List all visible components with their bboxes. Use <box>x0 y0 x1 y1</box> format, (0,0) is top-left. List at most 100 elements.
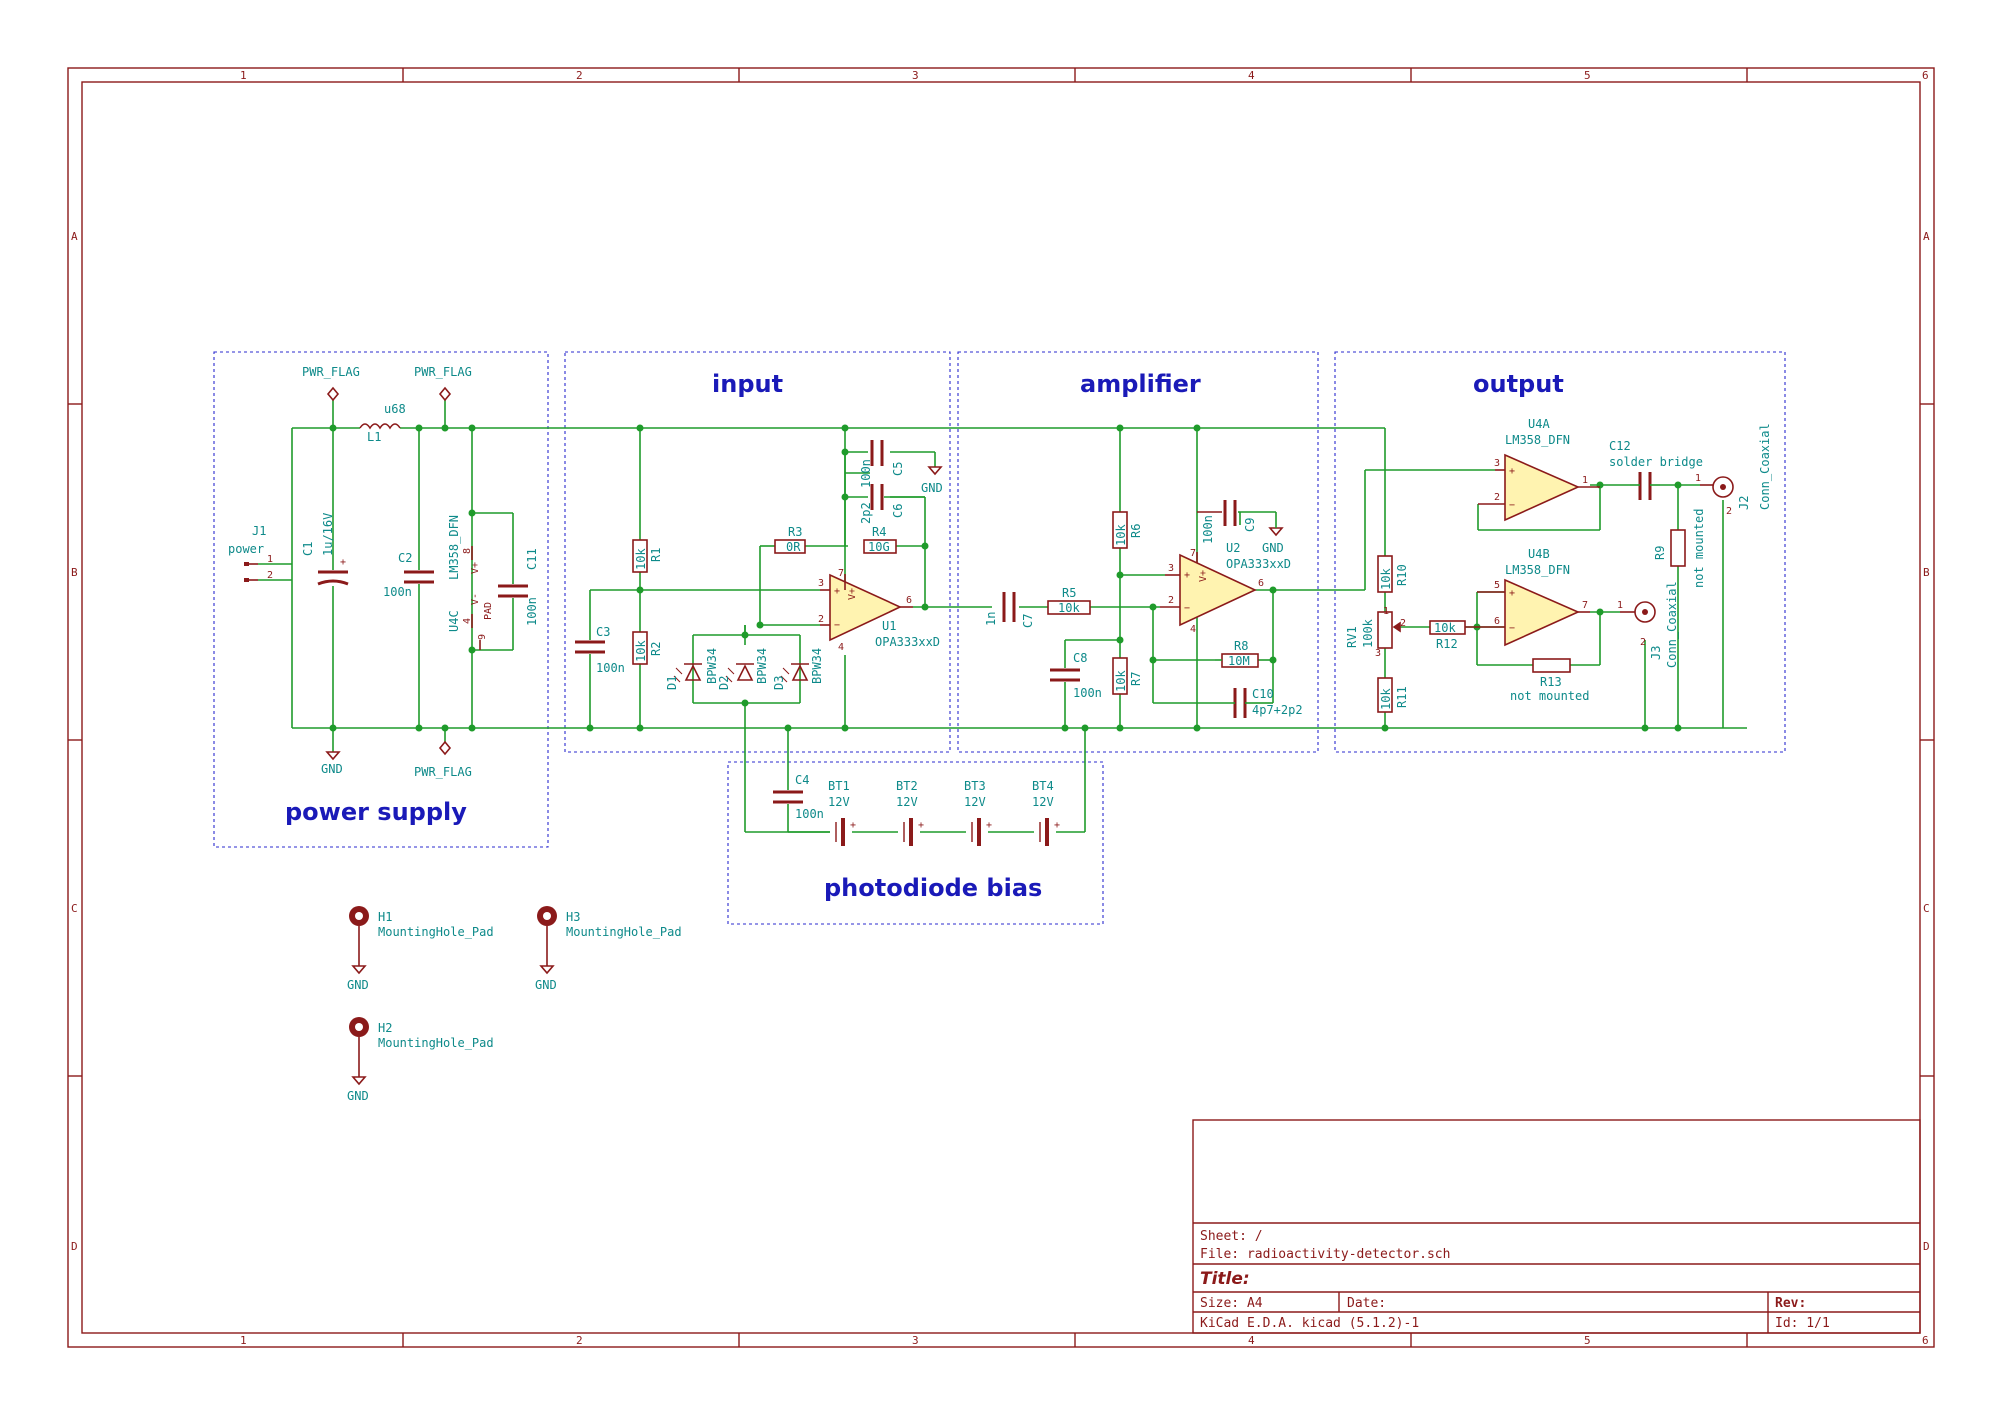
row-label-d-right: D <box>1923 1240 1930 1253</box>
svg-text:U4B: U4B <box>1528 547 1550 561</box>
resistor-r3[interactable]: R3 0R <box>774 525 806 554</box>
col-label-2: 2 <box>576 69 583 82</box>
svg-text:PAD: PAD <box>483 602 494 620</box>
svg-text:GND: GND <box>535 978 557 992</box>
row-label-c: C <box>71 902 78 915</box>
svg-text:R3: R3 <box>788 525 802 539</box>
j1-value: power <box>228 542 264 556</box>
resistor-r8[interactable]: R8 10M <box>1221 639 1259 668</box>
svg-text:R7: R7 <box>1129 672 1143 686</box>
capacitor-c2[interactable]: C2 100n <box>383 551 434 599</box>
capacitor-c4[interactable]: C4 100n <box>773 773 824 821</box>
coax-connector-j2[interactable]: 1 2 J2 Conn_Coaxial <box>1695 423 1772 517</box>
mounting-hole-h3[interactable]: H3 MountingHole_Pad GND <box>535 906 682 992</box>
opamp-u2[interactable]: + − 3 2 6 7 4 V+ U2 OPA333xxD <box>1160 541 1291 635</box>
tb-file: File: radioactivity-detector.sch <box>1200 1247 1450 1262</box>
capacitor-c1[interactable]: + C1 1u/16V <box>301 513 349 586</box>
col-label-4: 4 <box>1248 69 1255 82</box>
opamp-u4a[interactable]: + − 3 2 1 U4A LM358_DFN <box>1478 417 1600 522</box>
svg-text:4: 4 <box>838 642 844 653</box>
capacitor-c7[interactable]: C7 1n <box>984 592 1035 628</box>
svg-text:7: 7 <box>1582 600 1588 611</box>
connector-j1[interactable]: J1 power 12 <box>228 524 273 582</box>
svg-text:R12: R12 <box>1436 637 1458 651</box>
capacitor-c3[interactable]: C3 100n <box>575 625 625 675</box>
resistor-r7[interactable]: R7 10k <box>1112 657 1143 695</box>
capacitor-c12[interactable]: C12 solder bridge <box>1609 439 1703 500</box>
resistor-r13[interactable]: R13 not mounted <box>1510 658 1589 703</box>
row-label-b: B <box>71 566 78 579</box>
capacitor-c11[interactable]: C11 100n <box>498 548 539 626</box>
power-supply-box <box>213 351 549 848</box>
svg-text:PWR_FLAG: PWR_FLAG <box>302 365 360 379</box>
svg-text:2: 2 <box>1726 506 1732 517</box>
capacitor-c9[interactable]: C9 100n <box>1197 500 1257 544</box>
resistor-r2[interactable]: R2 10k <box>632 631 663 665</box>
potentiometer-rv1[interactable]: RV1 100k 1 2 3 <box>1345 606 1406 659</box>
svg-text:MountingHole_Pad: MountingHole_Pad <box>566 925 682 939</box>
resistor-r5[interactable]: R5 10k <box>1047 586 1091 615</box>
svg-text:+: + <box>1509 588 1515 599</box>
capacitor-c8[interactable]: C8 100n <box>1050 651 1102 700</box>
svg-text:GND: GND <box>347 978 369 992</box>
svg-text:solder bridge: solder bridge <box>1609 455 1703 469</box>
svg-text:H3: H3 <box>566 910 580 924</box>
svg-text:100n: 100n <box>859 459 873 488</box>
svg-text:C12: C12 <box>1609 439 1631 453</box>
c2-ref: C2 <box>398 551 412 565</box>
mounting-hole-h2[interactable]: H2 MountingHole_Pad GND <box>347 1017 494 1103</box>
resistor-r4[interactable]: R4 10G <box>863 525 897 554</box>
svg-text:+: + <box>1054 820 1060 831</box>
amplifier-box <box>957 351 1319 753</box>
svg-text:+: + <box>850 820 856 831</box>
capacitor-c10[interactable]: C10 4p7+2p2 <box>1215 687 1303 718</box>
tb-date: Date: <box>1347 1296 1386 1311</box>
battery-bt2[interactable]: + BT2 12V <box>896 779 924 846</box>
svg-text:C3: C3 <box>596 625 610 639</box>
pwr-flag-2: PWR_FLAG <box>414 365 472 402</box>
svg-text:OPA333xxD: OPA333xxD <box>875 635 940 649</box>
resistor-r1[interactable]: R1 10k <box>632 539 663 573</box>
svg-text:LM358_DFN: LM358_DFN <box>1505 563 1570 577</box>
svg-text:1: 1 <box>1582 475 1588 486</box>
photodiode-d1[interactable]: D1 BPW34 <box>665 648 719 690</box>
svg-text:3: 3 <box>1375 648 1381 659</box>
svg-text:2: 2 <box>818 614 824 625</box>
capacitor-c6[interactable]: C6 2p2 <box>859 484 905 524</box>
opamp-u4c-power[interactable]: LM358_DFN U4C V+ V- PAD 8 4 9 <box>447 515 494 650</box>
coax-connector-j3[interactable]: 1 2 J3 Conn_Coaxial <box>1617 581 1679 668</box>
resistor-r6[interactable]: R6 10k <box>1112 511 1143 549</box>
resistor-r9[interactable]: R9 not mounted <box>1653 509 1706 588</box>
battery-bt4[interactable]: + BT4 12V <box>1032 779 1060 846</box>
svg-text:+: + <box>918 820 924 831</box>
battery-bt3[interactable]: + BT3 12V <box>964 779 992 846</box>
svg-text:BT1: BT1 <box>828 779 850 793</box>
svg-text:10k: 10k <box>1114 524 1128 546</box>
resistor-r12[interactable]: R12 10k <box>1429 620 1466 651</box>
svg-text:10k: 10k <box>634 548 648 570</box>
svg-text:R11: R11 <box>1395 686 1409 708</box>
row-label-b-right: B <box>1923 566 1930 579</box>
svg-text:−: − <box>1184 603 1190 614</box>
battery-bt1[interactable]: + BT1 12V <box>828 779 856 846</box>
svg-text:BT4: BT4 <box>1032 779 1054 793</box>
mounting-hole-h1[interactable]: H1 MountingHole_Pad GND <box>347 906 494 992</box>
col-label-5: 5 <box>1584 69 1591 82</box>
resistor-r10[interactable]: R10 10k <box>1377 555 1409 593</box>
capacitor-c5[interactable]: C5 100n <box>859 440 905 488</box>
opamp-u4b[interactable]: + − 5 6 7 U4B LM358_DFN <box>1465 547 1590 647</box>
gnd-symbol-c5: GND <box>921 466 943 495</box>
opamp-u1[interactable]: + − 3 2 6 7 4 V+ U1 OPA333xxD <box>818 568 940 653</box>
resistor-r11[interactable]: R11 10k <box>1377 677 1409 713</box>
svg-text:GND: GND <box>347 1089 369 1103</box>
photodiode-d2[interactable]: D2 BPW34 <box>717 648 769 690</box>
svg-text:10k: 10k <box>1434 621 1456 635</box>
inductor-l1[interactable]: L1 u68 <box>359 402 406 444</box>
svg-text:2: 2 <box>1494 492 1500 503</box>
svg-text:D3: D3 <box>772 676 786 690</box>
photodiode-d3[interactable]: D3 BPW34 <box>772 648 824 690</box>
svg-text:100n: 100n <box>1201 515 1215 544</box>
svg-text:MountingHole_Pad: MountingHole_Pad <box>378 925 494 939</box>
col-label-6-bottom: 6 <box>1922 1334 1929 1347</box>
output-stage: R10 10k R11 10k RV1 100k 1 2 3 R12 10k <box>1345 417 1772 713</box>
